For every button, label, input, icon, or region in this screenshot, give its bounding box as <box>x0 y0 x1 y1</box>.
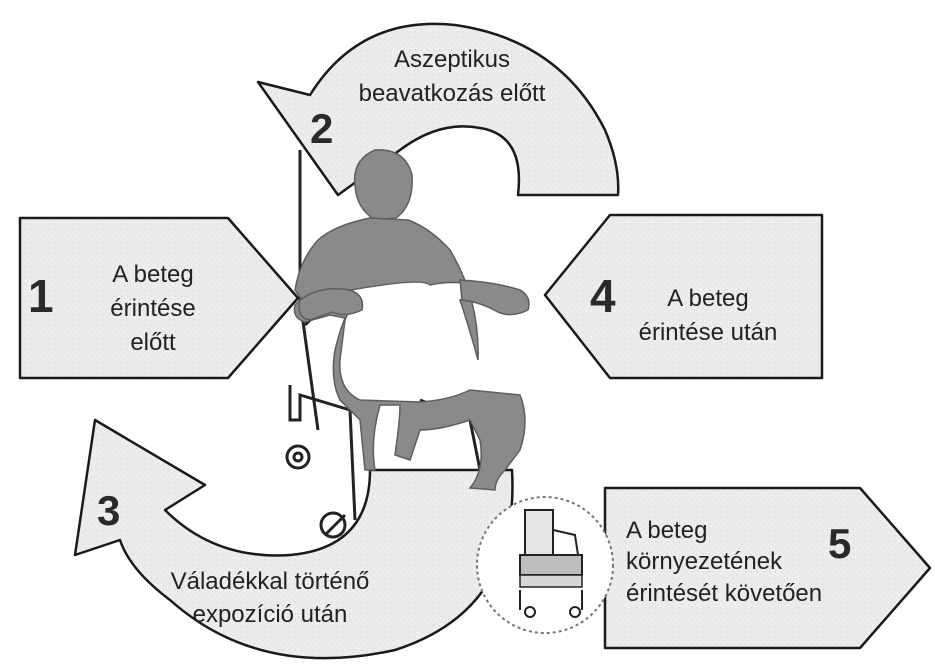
moment-1-label-line-1: A beteg <box>112 261 193 288</box>
moment-5-label-line-2: környezetének <box>626 548 783 575</box>
patient-figure <box>294 150 529 490</box>
moment-2-label-line-1: Aszeptikus <box>394 46 510 73</box>
patient-environment-icon <box>477 497 613 633</box>
moment-3-label-line-2: expozíció után <box>193 601 348 628</box>
moment-5-label-line-1: A beteg <box>626 517 707 544</box>
patient-body <box>294 218 525 490</box>
moment-4-label-line-2: érintése után <box>639 319 778 346</box>
moment-3-label-line-1: Váladékkal történő <box>171 568 370 595</box>
moment-4-number: 4 <box>590 270 616 322</box>
moment-4-label-line-1: A beteg <box>667 285 748 312</box>
moment-1-number: 1 <box>28 270 54 322</box>
moment-1-label-line-2: érintése <box>110 295 195 322</box>
moment-3-number: 3 <box>97 487 120 534</box>
moment-1-label-line-3: előtt <box>130 329 176 356</box>
moment-2-number: 2 <box>310 105 333 152</box>
patient-head <box>355 150 413 220</box>
moment-5-number: 5 <box>828 520 851 567</box>
moment-5-label-line-3: érintését követően <box>626 580 822 607</box>
moment-2-label-line-2: beavatkozás előtt <box>359 80 546 107</box>
wheelchair-wheel-front <box>287 446 309 468</box>
